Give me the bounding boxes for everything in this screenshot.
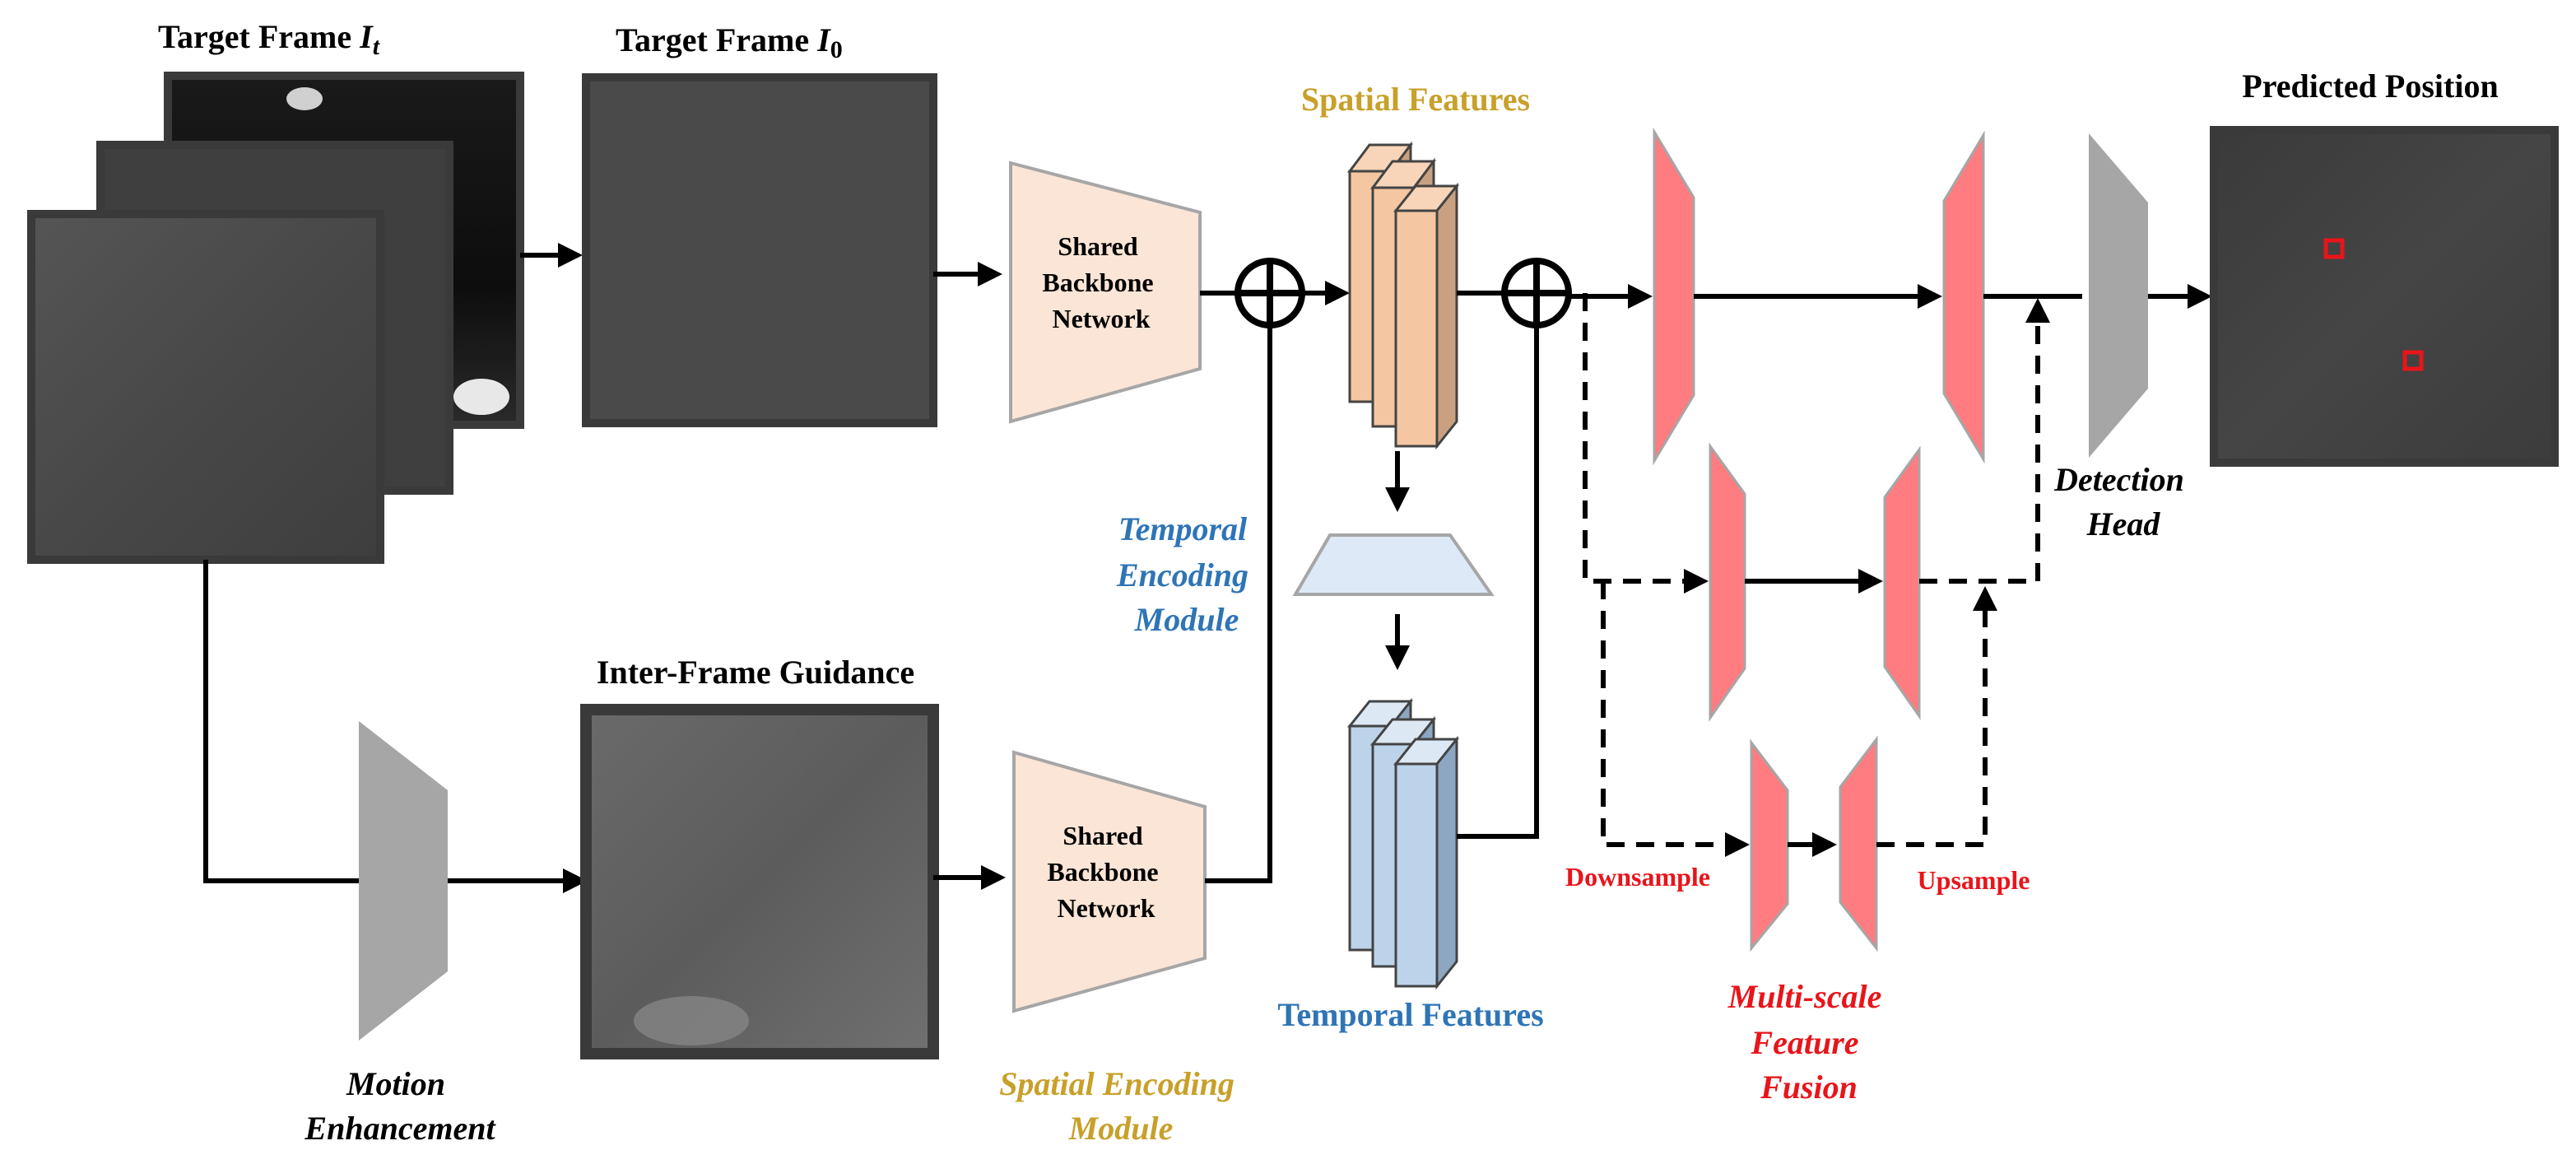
predicted-position-image <box>2210 126 2559 467</box>
label-inter-frame-guidance: Inter-Frame Guidance <box>597 654 914 691</box>
backbone-bottom <box>1012 750 1207 1013</box>
guidance-cloud <box>634 996 749 1045</box>
label-temporal-encoding-module: Temporal Encoding Module <box>1116 510 1257 638</box>
label-motion-enhancement: Motion Enhancement <box>304 1065 496 1147</box>
dashed-upsample-level3 <box>1876 586 1997 847</box>
dashed-downsample-level3 <box>1601 581 1750 857</box>
detection-head-block <box>2089 133 2148 458</box>
input-frame-stack <box>27 72 524 564</box>
backbone-top-label: Shared Backbone Network <box>1042 231 1160 333</box>
input-frame-front <box>27 210 384 564</box>
backbone-top <box>1009 161 1202 424</box>
arrow-stack-to-guidance <box>203 560 588 893</box>
dashed-upsample-level2 <box>1919 298 2050 584</box>
temporal-features-stack <box>1346 697 1460 990</box>
label-target-frame-t: Target Frame It <box>158 18 381 60</box>
input-frame-back-cloud <box>453 379 509 415</box>
fusion-block-level2-right <box>1883 445 1921 720</box>
predicted-target-box-2 <box>2402 350 2424 371</box>
target-frame-0 <box>582 73 937 427</box>
fusion-block-level1-right <box>1942 130 1985 464</box>
line-temporal-to-plus2 <box>1457 325 1539 839</box>
dashed-downsample-level2 <box>1583 293 1709 594</box>
fusion-block-level3-right <box>1839 735 1878 952</box>
inter-frame-guidance-image <box>580 704 939 1059</box>
spatial-features-stack <box>1347 141 1460 450</box>
label-detection-head: Detection Head <box>2053 461 2192 542</box>
temporal-encoding-module-block <box>1292 533 1495 596</box>
sum-node-2 <box>1501 258 1572 328</box>
label-predicted-position: Predicted Position <box>2242 68 2498 105</box>
fusion-block-level2-left <box>1709 442 1746 722</box>
label-downsample: Downsample <box>1565 862 1710 892</box>
label-multiscale-fusion: Multi-scale Feature Fusion <box>1727 978 1890 1106</box>
predicted-target-box-1 <box>2323 238 2345 259</box>
sum-node-1 <box>1235 258 1305 328</box>
label-target-frame-0: Target Frame I0 <box>616 21 843 63</box>
fusion-block-level1-left <box>1653 127 1695 466</box>
label-temporal-features: Temporal Features <box>1277 996 1543 1033</box>
input-frame-back-cloud-2 <box>286 87 323 110</box>
fusion-block-level3-left <box>1750 738 1789 952</box>
label-spatial-encoding-module: Spatial Encoding Module <box>999 1065 1243 1147</box>
motion-enhancement-block <box>359 721 448 1041</box>
label-spatial-features: Spatial Features <box>1301 81 1530 118</box>
backbone-bottom-label: Shared Backbone Network <box>1047 821 1165 923</box>
label-upsample: Upsample <box>1918 865 2030 895</box>
line-backbone-bottom-to-plus1 <box>1205 325 1272 883</box>
